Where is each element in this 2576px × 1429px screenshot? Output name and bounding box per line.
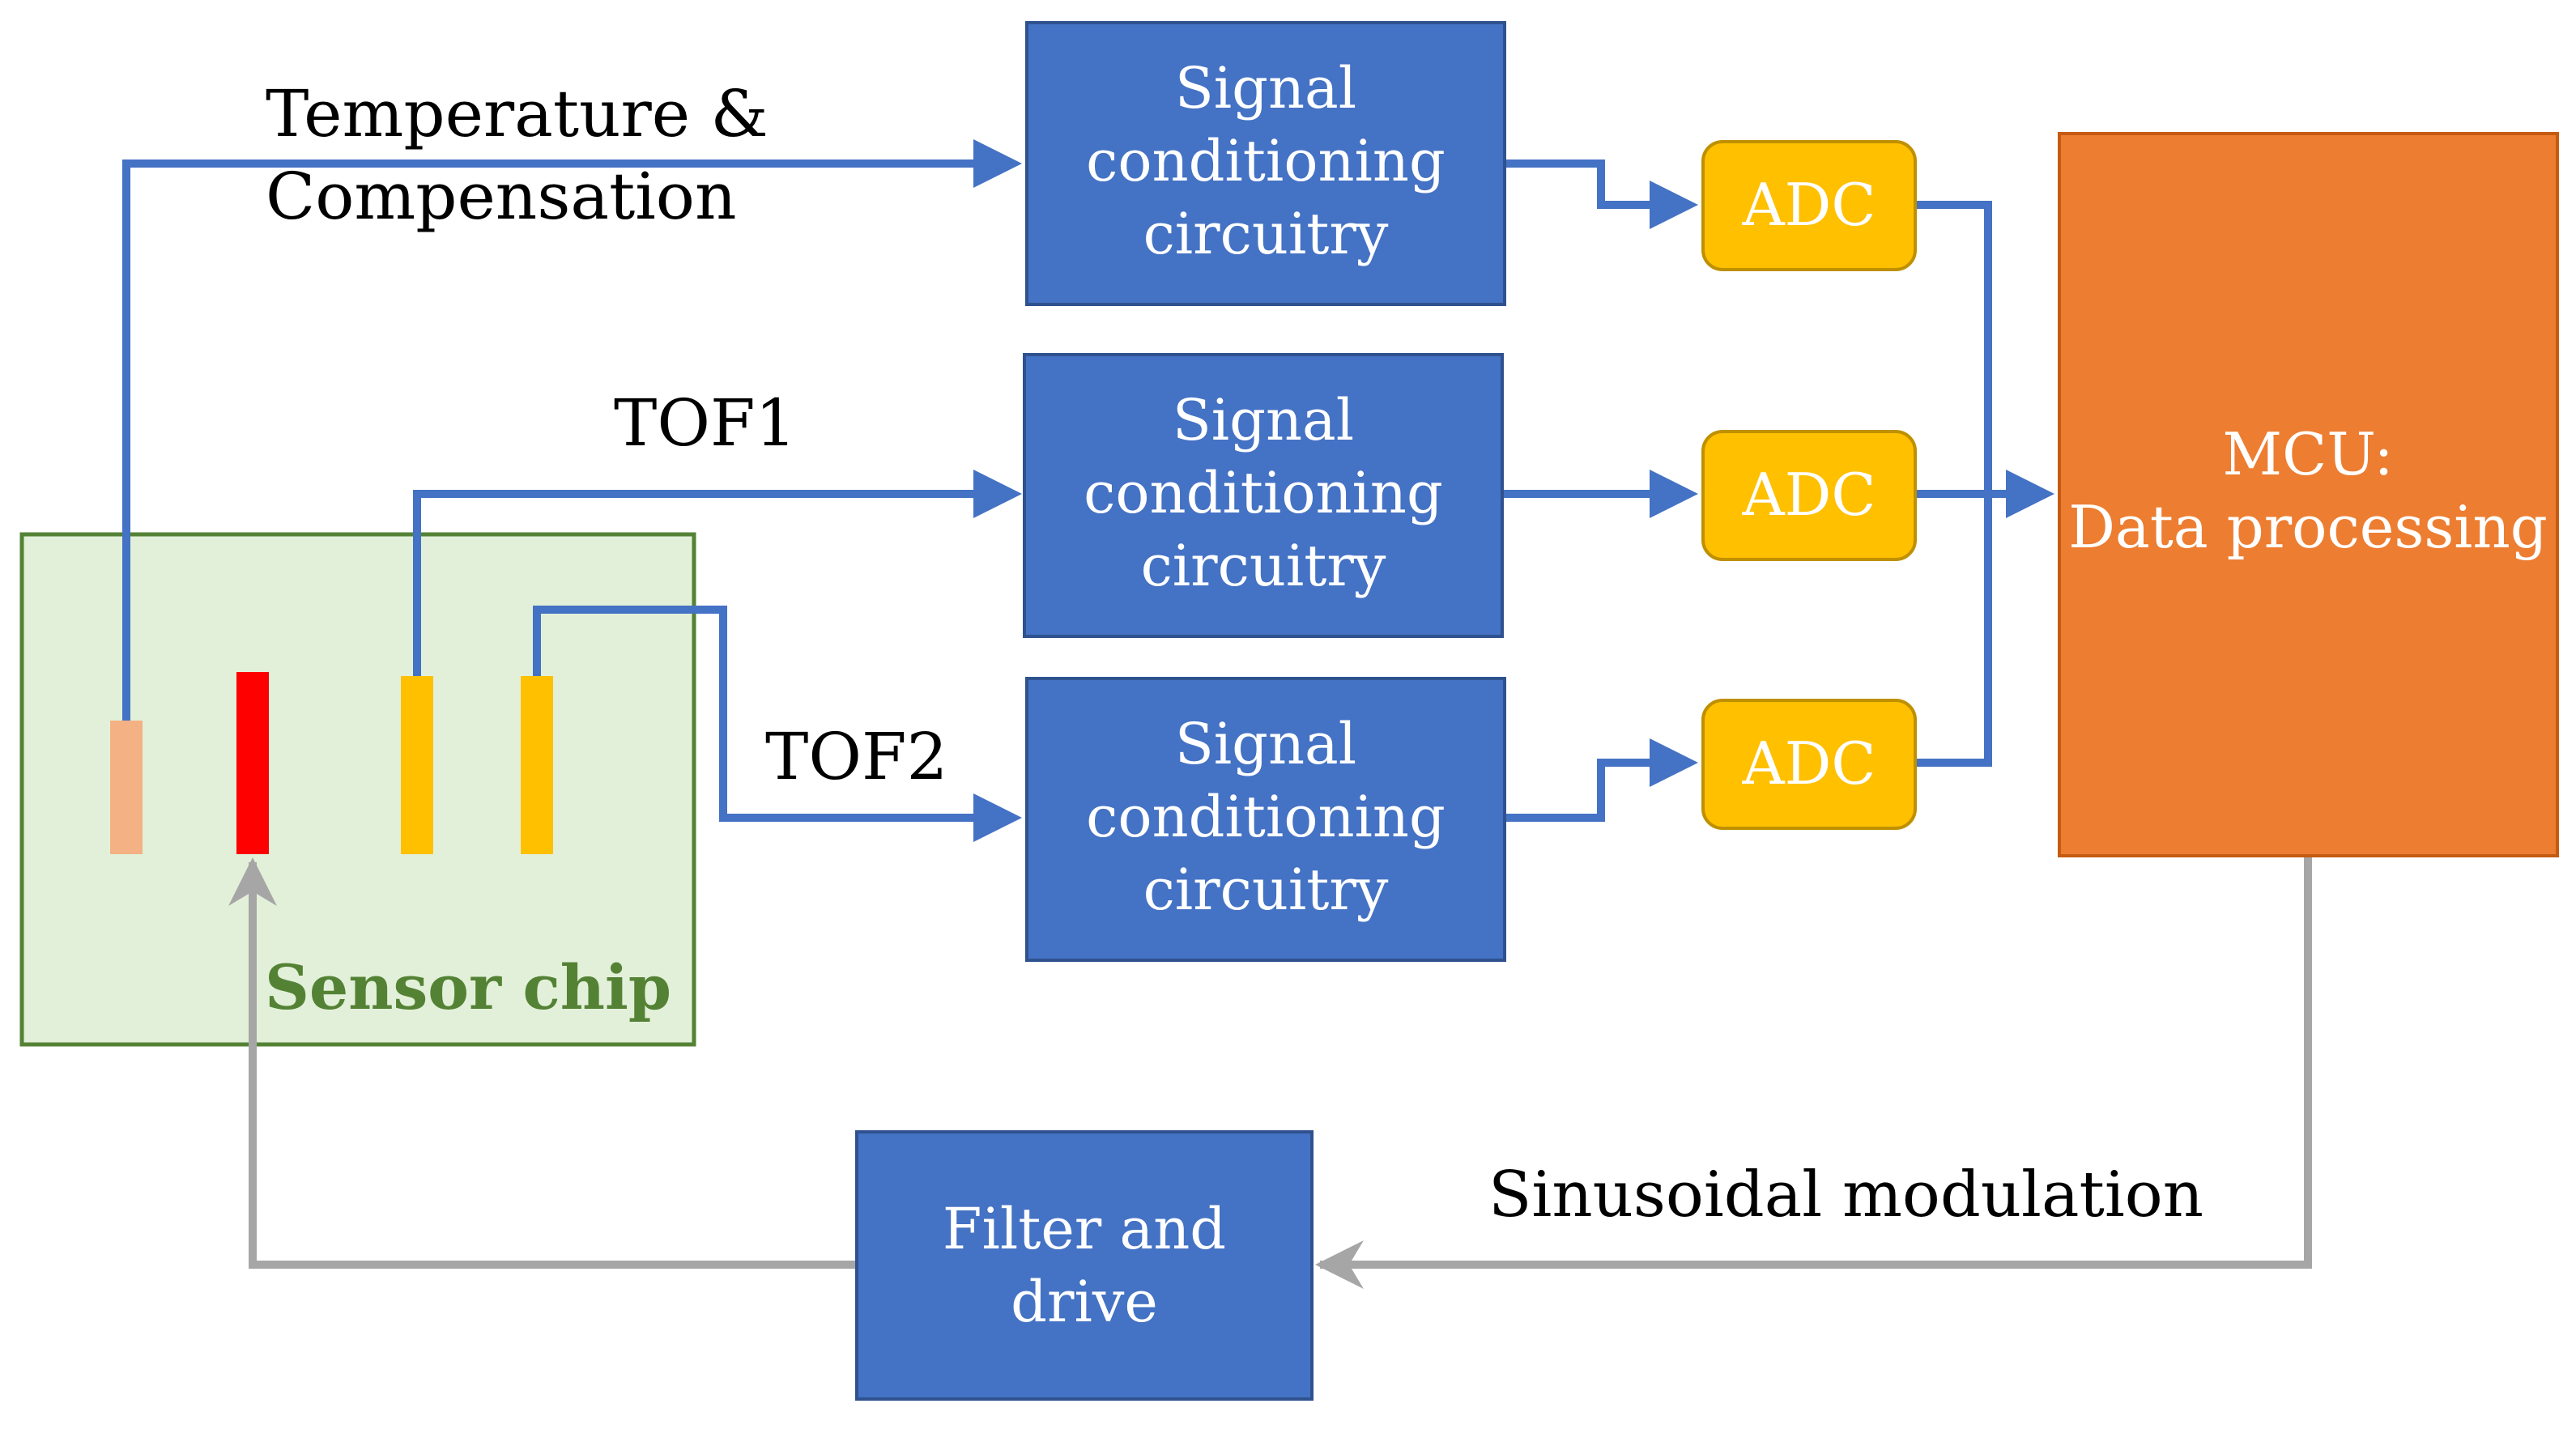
mcu-line1: MCU: bbox=[2222, 420, 2393, 488]
signal-conditioning-block-1: Signal conditioning circuitry bbox=[1025, 21, 1506, 306]
thermopile-1-element bbox=[401, 676, 433, 854]
adc-block-3: ADC bbox=[1701, 699, 1917, 830]
tof2-wire bbox=[533, 606, 1022, 842]
filter-line1: Filter and bbox=[943, 1196, 1226, 1262]
sensor-chip-label: Sensor chip bbox=[265, 951, 671, 1023]
signal-block-3-line1: Signal bbox=[1175, 711, 1356, 777]
signal-block-1-line3: circuitry bbox=[1143, 201, 1389, 267]
mcu-line2: Data processing bbox=[2068, 493, 2548, 561]
filter-line2: drive bbox=[1011, 1269, 1158, 1335]
mcu-to-filter-wire bbox=[1315, 856, 2312, 1289]
filter-to-heater-wire bbox=[228, 857, 857, 1269]
tof1-wire bbox=[413, 470, 1022, 676]
signal-block-3-line2: conditioning bbox=[1086, 784, 1446, 850]
filter-drive-block: Filter and drive bbox=[855, 1130, 1314, 1401]
tof1-label: TOF1 bbox=[614, 385, 796, 461]
mcu-block: MCU: Data processing bbox=[2058, 132, 2559, 857]
adc-block-2: ADC bbox=[1701, 430, 1917, 561]
signal-block-3-line3: circuitry bbox=[1143, 857, 1389, 923]
adc1-to-bus-wire bbox=[1915, 201, 1992, 767]
sinusoidal-modulation-label: Sinusoidal modulation bbox=[1488, 1159, 2203, 1231]
thermopile-2-element bbox=[521, 676, 553, 854]
signal-block-2-line2: conditioning bbox=[1084, 460, 1443, 526]
sc3-to-adc3-wire bbox=[1505, 738, 1698, 822]
signal-block-2-line3: circuitry bbox=[1141, 533, 1386, 599]
signal-block-2-line1: Signal bbox=[1173, 387, 1354, 453]
heater-element bbox=[236, 672, 269, 854]
signal-conditioning-block-2: Signal conditioning circuitry bbox=[1023, 353, 1504, 638]
signal-conditioning-block-3: Signal conditioning circuitry bbox=[1025, 677, 1506, 962]
sensor-chip: Sensor chip bbox=[19, 532, 696, 1047]
adc-3-label: ADC bbox=[1742, 729, 1876, 797]
sc1-to-adc1-wire bbox=[1505, 159, 1698, 229]
signal-block-1-line2: conditioning bbox=[1086, 128, 1446, 194]
signal-block-1-line1: Signal bbox=[1175, 55, 1356, 121]
adc-block-1: ADC bbox=[1701, 140, 1917, 271]
temperature-label-line1: Temperature & bbox=[266, 76, 769, 151]
tof2-label: TOF2 bbox=[765, 719, 947, 794]
adc-2-label: ADC bbox=[1742, 461, 1876, 529]
adc-1-label: ADC bbox=[1742, 171, 1876, 239]
temperature-label-line2: Compensation bbox=[266, 159, 736, 234]
thermistor-element bbox=[110, 721, 143, 854]
temperature-wire bbox=[122, 139, 1022, 721]
